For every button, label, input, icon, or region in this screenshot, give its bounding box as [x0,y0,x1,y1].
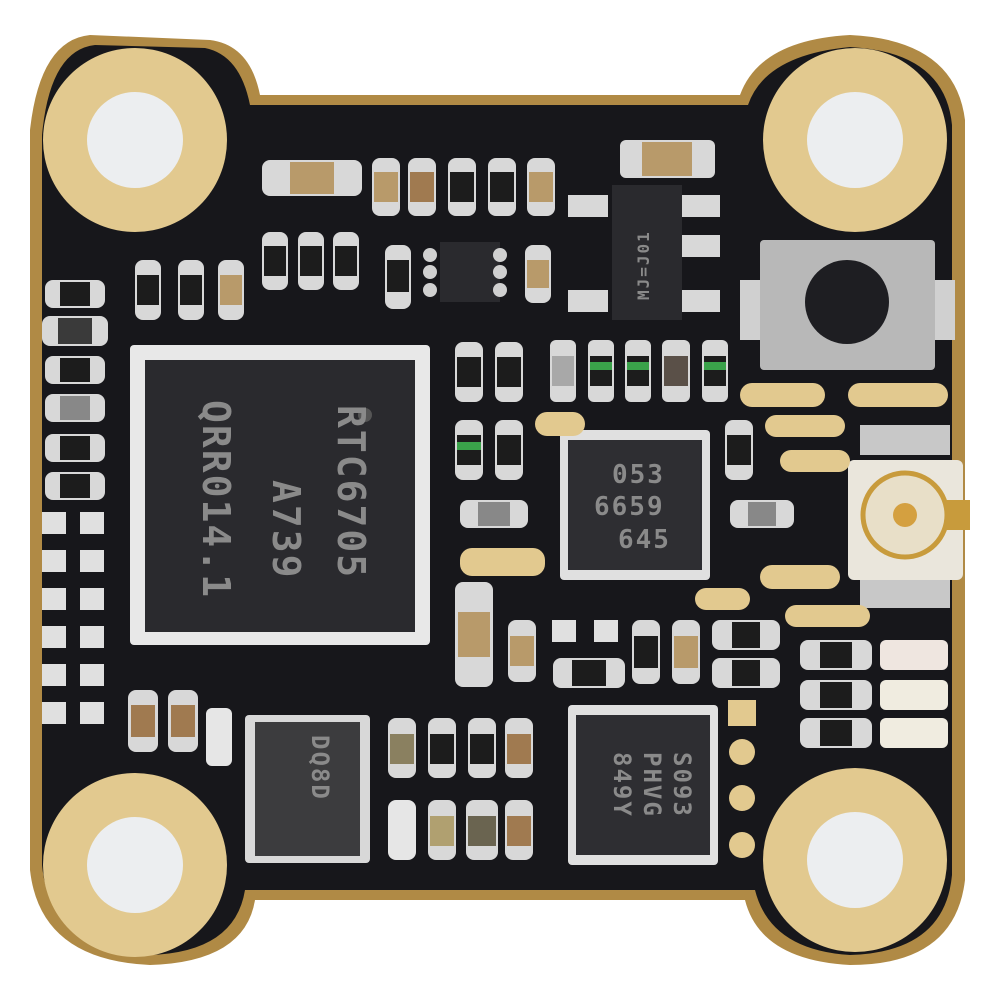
main-ic-line1: RTC6705 [329,405,373,580]
small-ic-top [423,242,507,302]
bottom-ic-line3: 849Y [608,752,636,818]
bottom-ic [568,705,718,865]
main-ic-line2: A739 [264,480,308,580]
bottom-ic-line2: PHVG [638,752,666,818]
mounting-hole-top-left [43,48,227,232]
inductor [245,715,370,863]
mounting-hole-top-right [763,48,947,232]
solder-jumpers [460,383,948,858]
main-ic-line3: QRR014.1 [194,400,238,600]
top-passives [135,158,555,320]
mid-ic-line2: 6659 [594,492,665,522]
push-button [740,240,955,370]
mounting-hole-bottom-left [43,773,227,957]
left-passives [42,280,108,724]
mid-ic-line3: 645 [618,525,671,555]
mid-ic-line1: 053 [612,460,665,490]
regulator [568,140,720,320]
main-ic [130,345,430,645]
inductor-marking: DQ8D [306,735,334,801]
regulator-marking: MJ=J01 [634,230,653,300]
antenna-connector [848,425,970,608]
led-array [800,640,948,748]
lower-passives [128,582,780,860]
mounting-hole-bottom-right [763,768,947,952]
mid-ic [560,430,710,580]
middle-passives [455,340,794,528]
bottom-ic-line1: S093 [668,752,696,818]
